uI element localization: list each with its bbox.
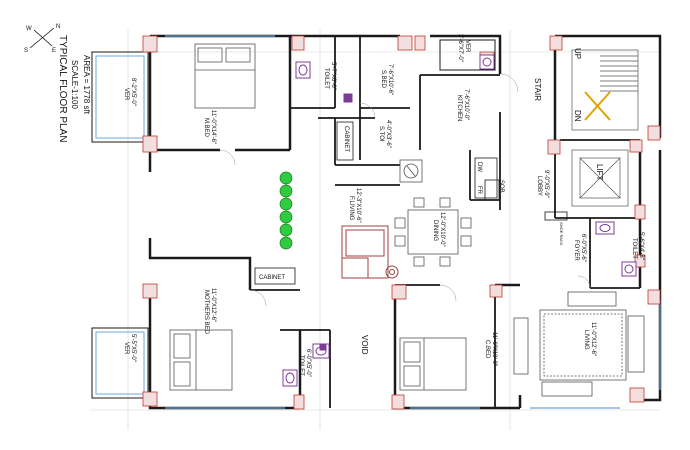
- title-block: TYPICAL FLOOR PLAN SCALE-1:100 AREA = 17…: [57, 35, 91, 142]
- label-cbed-size: 11'-0"X10'-0": [491, 332, 497, 366]
- planter-row: [279, 171, 293, 250]
- label-living: LIVING: [583, 330, 589, 350]
- label-toilet-3: TOILET: [298, 355, 304, 376]
- label-sbed-size: 7'-6"X10'-6": [387, 64, 393, 95]
- plant-icon: [279, 210, 293, 224]
- label-foyer-size: 6'-0"X5'-6": [580, 234, 586, 262]
- label-toilet-3-size: 6'-0"X5'-0": [305, 349, 311, 377]
- label-stair: STAIR: [533, 78, 542, 101]
- verandahs: [91, 39, 496, 399]
- label-toilet-2: TOILET: [631, 238, 637, 259]
- dimension-guides: [90, 30, 660, 430]
- plant-icon: [279, 236, 293, 250]
- label-cabinet-1: CABINET: [343, 126, 349, 152]
- plant-icon: [279, 223, 293, 237]
- label-toilet-2-size: 5'-6"X4'-8": [638, 232, 644, 260]
- label-fr: FR: [476, 186, 482, 195]
- label-cabinet-2: CABINET: [259, 275, 285, 281]
- label-void: VOID: [360, 335, 369, 355]
- stair-lift: [571, 49, 639, 207]
- label-ver-top-size: 8'-2"X5'-0": [130, 78, 136, 106]
- label-lift: LIFT: [595, 164, 604, 181]
- label-flying: F.LIVING: [348, 196, 354, 221]
- label-kitchen-size: 7'-6"X10'-0": [463, 89, 469, 120]
- toilet-fixtures: [282, 54, 637, 387]
- room-labels: M.BED 11'-0"X14'-6" VER 8'-2"X5'-0" TOIL…: [123, 34, 644, 377]
- bed-mothers: [169, 329, 233, 391]
- label-sbed: S.BED: [380, 70, 386, 89]
- label-dw: DW: [476, 162, 482, 172]
- label-stoi-size: 4'-0"X3'-6": [385, 120, 391, 148]
- label-ver-right: VER: [464, 40, 470, 53]
- compass-s: S: [24, 48, 28, 54]
- label-mothers-bed-size: 11'-0"X12'-6": [210, 288, 216, 322]
- label-living-size: 11'-0"X12'-6": [590, 322, 596, 356]
- door-swings: [219, 73, 591, 307]
- label-ver-bottom-size: 5'-5"X5'-0": [130, 334, 136, 362]
- label-shoe-rack: SHOE RACK: [559, 222, 564, 246]
- label-toilet-1-size: 5'-7"X6'-6": [330, 62, 336, 90]
- plan-area: AREA = 1778 sft: [82, 55, 91, 115]
- dining-set: [394, 197, 472, 267]
- label-dining: DINING: [432, 220, 438, 241]
- label-toilet-1: TOILET: [323, 68, 329, 89]
- plant-icon: [279, 184, 293, 198]
- living-furniture: [513, 291, 645, 397]
- label-lobby-size: 9'-0"X5'-9": [543, 170, 549, 198]
- plant-icon: [279, 171, 293, 185]
- label-lobby: LOBBY: [536, 176, 542, 196]
- plant-icon: [279, 197, 293, 211]
- label-flying-size: 12'-3"X10'-6": [355, 188, 361, 223]
- label-kitchen: KITCHEN: [456, 95, 462, 121]
- label-sob: SOB: [498, 180, 504, 193]
- label-ver-right-size: 3'-6"X7'-0": [457, 34, 463, 62]
- bed-master: [194, 43, 256, 109]
- label-mbed: M.BED: [203, 118, 209, 138]
- label-mbed-size: 11'-0"X14'-6": [210, 110, 216, 144]
- label-mothers-bed: MOTHERS BED: [203, 290, 209, 335]
- compass-n: N: [56, 24, 60, 30]
- windows: [165, 35, 661, 409]
- cabinets: [254, 121, 568, 285]
- label-dn: DN: [573, 110, 582, 122]
- compass-e: E: [52, 48, 56, 54]
- label-ver-bottom: VER: [123, 342, 129, 355]
- label-stoi: S.TOI: [378, 126, 384, 142]
- compass-w: W: [26, 26, 32, 32]
- family-sofa: [341, 225, 399, 279]
- compass-icon: N S E W: [24, 24, 60, 54]
- label-ver-top: VER: [123, 88, 129, 101]
- label-foyer: FOYER: [573, 240, 579, 261]
- plan-heading: TYPICAL FLOOR PLAN: [57, 35, 68, 142]
- plan-scale: SCALE-1:100: [70, 60, 79, 109]
- label-cbed: C.BED: [484, 340, 490, 359]
- interior-walls: [250, 36, 640, 408]
- bed-child: [399, 337, 467, 391]
- label-up: UP: [573, 48, 582, 59]
- label-dining-size: 12'-0"X10'-0": [439, 212, 445, 247]
